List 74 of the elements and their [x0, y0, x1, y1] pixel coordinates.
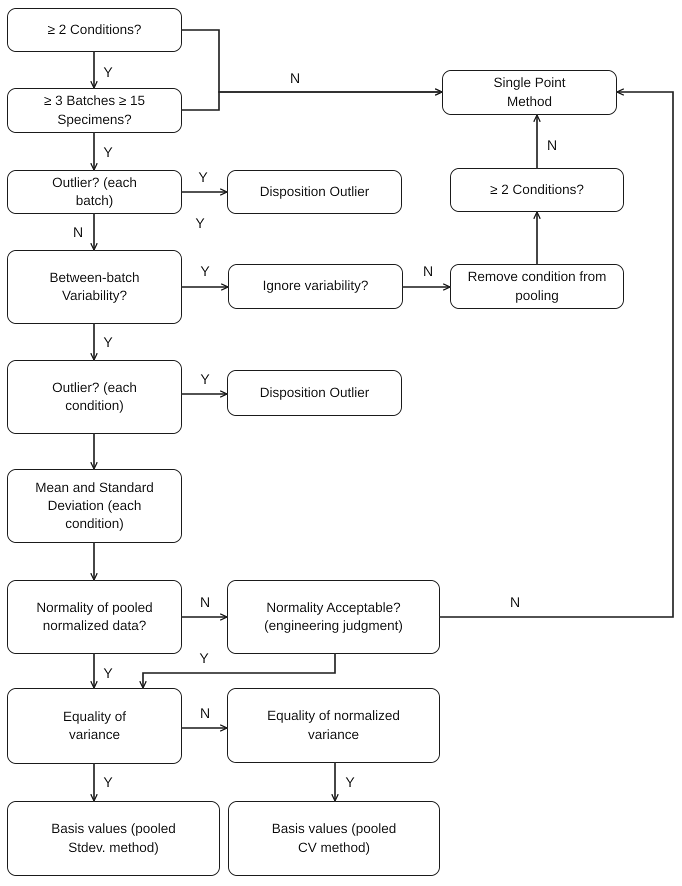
edge-label: Y — [197, 170, 209, 184]
process-box — [228, 801, 440, 876]
box-text: Ignore variability? — [262, 277, 368, 296]
edge-label: Y — [198, 651, 210, 665]
process-box — [227, 170, 402, 214]
arrow — [90, 434, 98, 470]
edge-label: N — [422, 264, 434, 278]
process-box — [7, 688, 182, 764]
box-text: Basis values (pooled CV method) — [270, 820, 398, 857]
box-text: Disposition Outlier — [260, 384, 370, 402]
arrow — [331, 763, 339, 802]
box-text: Equality of variance — [62, 708, 128, 744]
process-box — [442, 70, 617, 115]
process-box — [7, 250, 182, 324]
process-box — [7, 801, 220, 876]
edge-label: N — [288, 71, 302, 85]
arrow — [90, 543, 98, 581]
arrow — [533, 114, 541, 168]
box-text: ≥ 2 Conditions? — [48, 20, 142, 39]
arrow — [182, 724, 228, 732]
edge-label: N — [72, 225, 84, 239]
edge-label: N — [546, 138, 558, 152]
box-text: Outlier? (each condition) — [51, 378, 138, 415]
edge-label: Y — [102, 335, 114, 349]
arrow — [182, 88, 443, 111]
edge-label: N — [198, 706, 212, 720]
process-box — [227, 688, 440, 763]
box-text: Remove condition from pooling — [467, 268, 607, 305]
arrow — [90, 214, 98, 251]
process-box — [7, 469, 182, 543]
process-box — [227, 370, 402, 416]
edge-label: Y — [199, 264, 211, 278]
box-text: Single Point Method — [492, 74, 567, 110]
process-box — [450, 264, 624, 309]
box-text: Mean and Standard Deviation (each condition) — [34, 478, 155, 534]
arrow — [440, 88, 674, 618]
process-box — [7, 8, 182, 52]
edge-label: Y — [102, 65, 114, 79]
edge-label: Y — [102, 666, 114, 680]
box-text: Outlier? (each batch) — [51, 174, 138, 210]
box-text: Basis values (pooled Stdev. method) — [50, 820, 177, 857]
edge-label: Y — [102, 145, 114, 159]
arrow — [182, 613, 228, 621]
edge-label: Y — [102, 775, 114, 789]
arrow — [90, 764, 98, 802]
box-text: Normality Acceptable? (engineering judgment) — [263, 598, 404, 635]
box-text: Normality of pooled normalized data? — [35, 598, 154, 635]
arrow — [182, 188, 228, 196]
box-text: ≥ 2 Conditions? — [490, 180, 584, 199]
edge-label: N — [198, 595, 212, 609]
arrow — [139, 654, 336, 689]
branch-label: Y — [194, 216, 206, 230]
arrow — [90, 133, 98, 171]
box-text: Between-batch Variability? — [48, 268, 141, 305]
edge-label: Y — [199, 372, 211, 386]
arrow — [533, 211, 541, 264]
arrow — [90, 654, 98, 689]
arrow — [182, 390, 228, 398]
arrow — [182, 283, 229, 291]
box-text: Equality of normalized variance — [266, 707, 401, 744]
arrow — [403, 283, 451, 291]
process-box — [227, 580, 440, 654]
arrow — [90, 52, 98, 89]
box-text: ≥ 3 Batches ≥ 15 Specimens? — [42, 92, 146, 129]
process-box — [7, 580, 182, 654]
process-box — [228, 264, 403, 309]
process-box — [7, 360, 182, 434]
box-text: Disposition Outlier — [260, 182, 370, 201]
process-box — [7, 170, 182, 214]
process-box — [450, 168, 624, 212]
arrow — [90, 324, 98, 361]
edge-label: N — [508, 595, 522, 609]
process-box — [7, 88, 182, 133]
edge-label: Y — [344, 775, 356, 789]
